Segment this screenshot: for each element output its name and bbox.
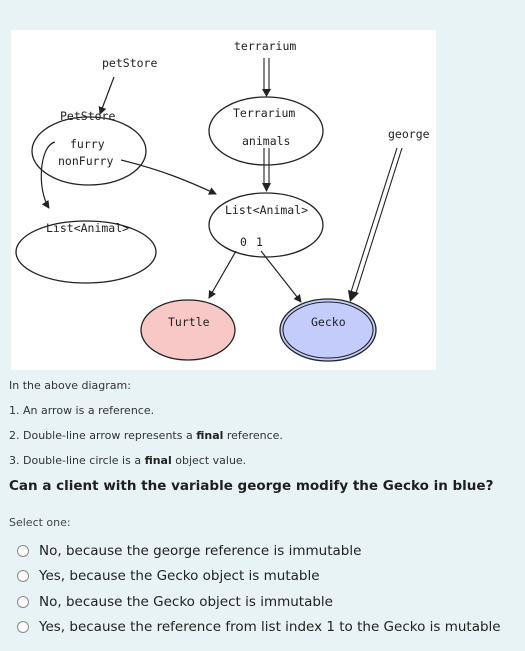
label-nonfurry-field: nonFurry (58, 154, 113, 168)
answer-option-label: No, because the Gecko object is immutabl… (39, 593, 333, 610)
arrowhead-terrarium-var (262, 89, 271, 97)
note-item-2: 2. Double-line arrow represents a final … (9, 428, 514, 453)
radio-button[interactable] (17, 570, 29, 583)
note-item-2-bold: final (196, 429, 224, 442)
select-one-label: Select one: (9, 516, 71, 529)
arrow-index-1 (260, 250, 302, 303)
terrarium-object (208, 96, 324, 166)
label-terrarium-var: terrarium (234, 39, 296, 53)
radio-button[interactable] (17, 621, 29, 634)
label-index-1: 1 (256, 235, 263, 249)
label-furry-field: furry (70, 137, 105, 151)
question-text: Can a client with the variable george mo… (9, 478, 494, 494)
note-item-3-post: object value. (171, 454, 247, 467)
answer-option-2[interactable]: Yes, because the Gecko object is mutable (17, 564, 517, 590)
arrow-george-a (350, 147, 398, 293)
label-petstore-var: petStore (102, 56, 157, 70)
arrowhead-animals (262, 183, 271, 192)
list-object-left (15, 220, 157, 284)
label-petstore-class: PetStore (60, 109, 115, 123)
label-george-var: george (388, 127, 430, 141)
answer-option-1[interactable]: No, because the george reference is immu… (17, 538, 517, 564)
notes-intro: In the above diagram: (9, 379, 131, 392)
note-item-1: 1. An arrow is a reference. (9, 404, 155, 417)
radio-button[interactable] (17, 595, 29, 608)
note-item-3-pre: 3. Double-line circle is a (9, 454, 145, 467)
gecko-object (279, 298, 377, 362)
label-gecko: Gecko (311, 315, 346, 329)
answer-option-4[interactable]: Yes, because the reference from list ind… (17, 615, 517, 641)
diagram-notes: In the above diagram: 1. An arrow is a r… (9, 378, 514, 478)
note-item-3-bold: final (144, 454, 172, 467)
answer-option-label: Yes, because the Gecko object is mutable (39, 568, 320, 585)
answer-option-label: Yes, because the reference from list ind… (39, 619, 501, 636)
arrow-george-b (355, 147, 403, 294)
label-turtle: Turtle (168, 315, 210, 329)
arrowhead-george (348, 290, 359, 302)
label-list-right: List<Animal> (225, 203, 308, 217)
diagram-canvas: petStore terrarium PetStore furry nonFur… (15, 39, 430, 362)
snapshot-diagram: petStore terrarium PetStore furry nonFur… (11, 30, 436, 370)
radio-button[interactable] (17, 544, 29, 557)
arrow-nonfurry (120, 159, 217, 195)
answer-option-label: No, because the george reference is immu… (39, 542, 362, 559)
turtle-object (140, 299, 236, 361)
answer-options: No, because the george reference is immu… (17, 538, 517, 640)
arrow-furry (40, 141, 56, 209)
label-index-0: 0 (240, 235, 247, 249)
label-animals-field: animals (242, 134, 290, 148)
gecko-object-inner-ring (282, 301, 374, 359)
note-item-3: 3. Double-line circle is a final object … (9, 453, 514, 478)
petstore-object (31, 116, 147, 186)
label-terrarium-class: Terrarium (233, 106, 295, 120)
answer-option-3[interactable]: No, because the Gecko object is immutabl… (17, 589, 517, 615)
label-list-left: List<Animal> (46, 221, 129, 235)
arrow-petstore-var (98, 76, 115, 115)
note-item-2-pre: 2. Double-line arrow represents a (9, 429, 197, 442)
arrow-index-0 (208, 250, 237, 299)
note-item-2-post: reference. (223, 429, 283, 442)
